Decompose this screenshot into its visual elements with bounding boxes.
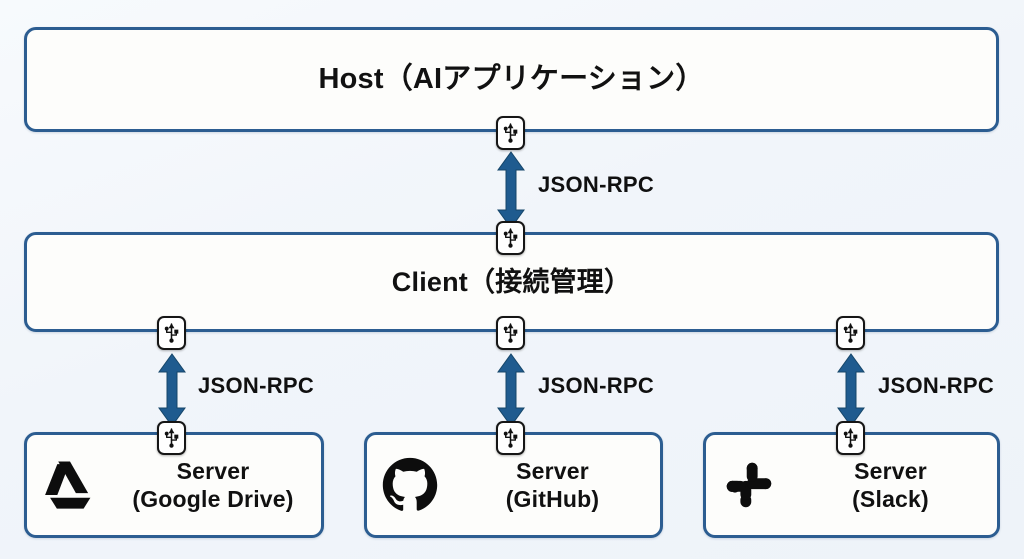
server-node-google-drive[interactable]: Server (Google Drive)	[24, 432, 324, 538]
slack-icon	[726, 462, 772, 508]
client-node-label: Client（接続管理）	[391, 266, 632, 297]
server-label-line1: Server	[176, 457, 250, 484]
host-node-label: Host（AIアプリケーション）	[318, 62, 705, 95]
arrow-host-client	[494, 150, 528, 230]
usb-icon-client-top	[496, 221, 525, 255]
edge-label-client-server-drive: JSON-RPC	[198, 373, 315, 398]
usb-icon-client-bottom-drive	[157, 316, 186, 350]
usb-icon	[503, 428, 518, 448]
usb-icon	[164, 323, 179, 343]
edge-label-client-server-github: JSON-RPC	[538, 373, 655, 398]
arrow-client-server-github	[494, 352, 528, 428]
server-label-line2: (GitHub)	[505, 486, 600, 512]
usb-icon	[503, 323, 518, 343]
google-drive-icon	[45, 461, 91, 509]
usb-icon-server-github-top	[496, 421, 525, 455]
server-label-line2: (Google Drive)	[132, 486, 294, 512]
usb-icon	[503, 228, 518, 248]
server-node-label-slack: Server (Slack)	[792, 457, 997, 513]
github-icon	[382, 457, 438, 511]
host-node[interactable]: Host（AIアプリケーション）	[24, 27, 999, 132]
usb-icon	[164, 428, 179, 448]
server-label-line1: Server	[516, 457, 589, 484]
usb-icon	[843, 428, 858, 448]
edge-label-host-client: JSON-RPC	[538, 172, 655, 197]
arrow-client-server-drive	[155, 352, 189, 428]
server-label-line2: (Slack)	[852, 486, 929, 512]
server-label-line1: Server	[854, 457, 927, 484]
usb-icon-client-bottom-github	[496, 316, 525, 350]
server-node-label-github: Server (GitHub)	[453, 457, 660, 513]
usb-icon-server-drive-top	[157, 421, 186, 455]
usb-icon-client-bottom-slack	[836, 316, 865, 350]
usb-icon	[503, 123, 518, 143]
usb-icon	[843, 323, 858, 343]
edge-label-client-server-slack: JSON-RPC	[878, 373, 995, 398]
server-node-label-google-drive: Server (Google Drive)	[113, 457, 321, 513]
arrow-client-server-slack	[834, 352, 868, 428]
usb-icon-server-slack-top	[836, 421, 865, 455]
usb-icon-host-bottom	[496, 116, 525, 150]
server-node-github[interactable]: Server (GitHub)	[364, 432, 663, 538]
